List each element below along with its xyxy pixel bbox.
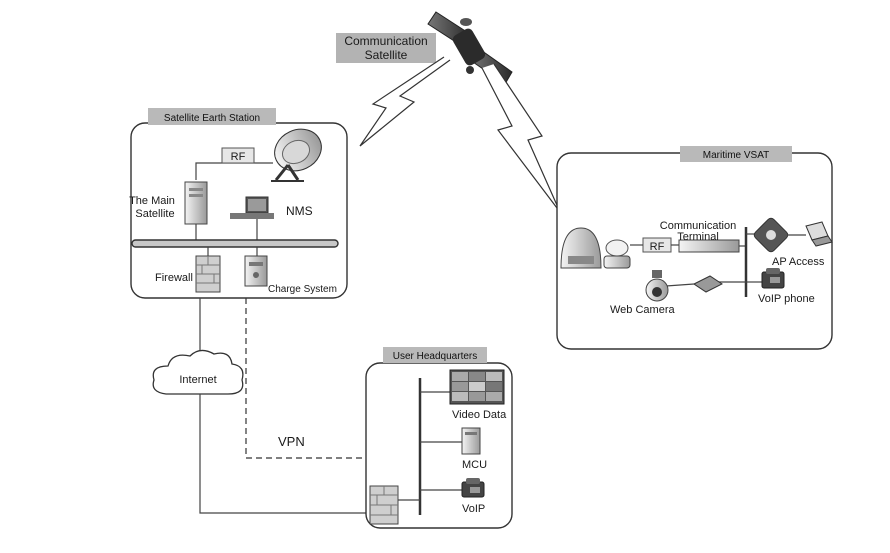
headquarters-title: User Headquarters xyxy=(393,351,477,362)
ap-access-icon xyxy=(753,217,789,253)
satellite-link-right xyxy=(481,63,561,213)
earth-station-title: Satellite Earth Station xyxy=(164,113,260,124)
main-satellite-line1: The Main xyxy=(129,195,175,207)
video-data-icon xyxy=(449,369,505,405)
voip-icon xyxy=(461,478,485,498)
voip-phone-label: VoIP phone xyxy=(758,293,815,305)
rf-block xyxy=(221,147,255,164)
video-data-label: Video Data xyxy=(452,409,507,421)
maritime-vsat-title: Maritime VSAT xyxy=(703,150,770,161)
server-icon xyxy=(184,181,208,225)
switch-icon xyxy=(693,275,723,293)
firewall-icon xyxy=(195,255,221,293)
internet-label: Internet xyxy=(179,374,216,386)
satellite-label-line2: Satellite xyxy=(365,48,408,62)
voip-phone-icon xyxy=(761,268,785,289)
satellite-label-line1: Communication xyxy=(344,34,427,48)
earth-station-bus xyxy=(131,239,339,248)
terminal-label-line1: Communication xyxy=(660,220,736,232)
firewall-label: Firewall xyxy=(155,272,193,284)
vpn-link xyxy=(245,298,366,459)
headquarters-title-tag xyxy=(383,347,487,363)
charge-system-label: Charge System xyxy=(268,284,337,295)
satellite-link-left xyxy=(359,56,451,147)
voip-label: VoIP xyxy=(462,503,485,515)
dish-antenna-icon xyxy=(271,128,322,182)
terminal-label-line2: Terminal xyxy=(677,231,719,243)
rf-label: RF xyxy=(231,151,246,163)
laptop-icon xyxy=(805,221,833,247)
charge-system-icon xyxy=(244,255,268,287)
satellite-label-tag: Communication Satellite xyxy=(336,33,436,63)
web-camera-icon xyxy=(645,270,669,302)
vsat-rf-label: RF xyxy=(650,241,665,253)
nms-label: NMS xyxy=(286,204,313,218)
nms-computer-icon xyxy=(230,196,274,219)
mcu-label: MCU xyxy=(462,459,487,471)
vpn-label: VPN xyxy=(278,434,305,449)
ap-access-label: AP Access xyxy=(772,256,825,268)
main-satellite-line2: Satellite xyxy=(135,208,174,220)
mcu-icon xyxy=(461,427,481,455)
internet-cloud xyxy=(152,349,244,395)
web-camera-label: Web Camera xyxy=(610,304,675,316)
vsat-radome-icon xyxy=(560,227,631,269)
internet-wire xyxy=(199,394,370,514)
maritime-vsat-title-tag xyxy=(680,146,792,162)
earth-station-title-tag xyxy=(148,108,276,125)
hq-firewall-icon xyxy=(369,485,399,525)
